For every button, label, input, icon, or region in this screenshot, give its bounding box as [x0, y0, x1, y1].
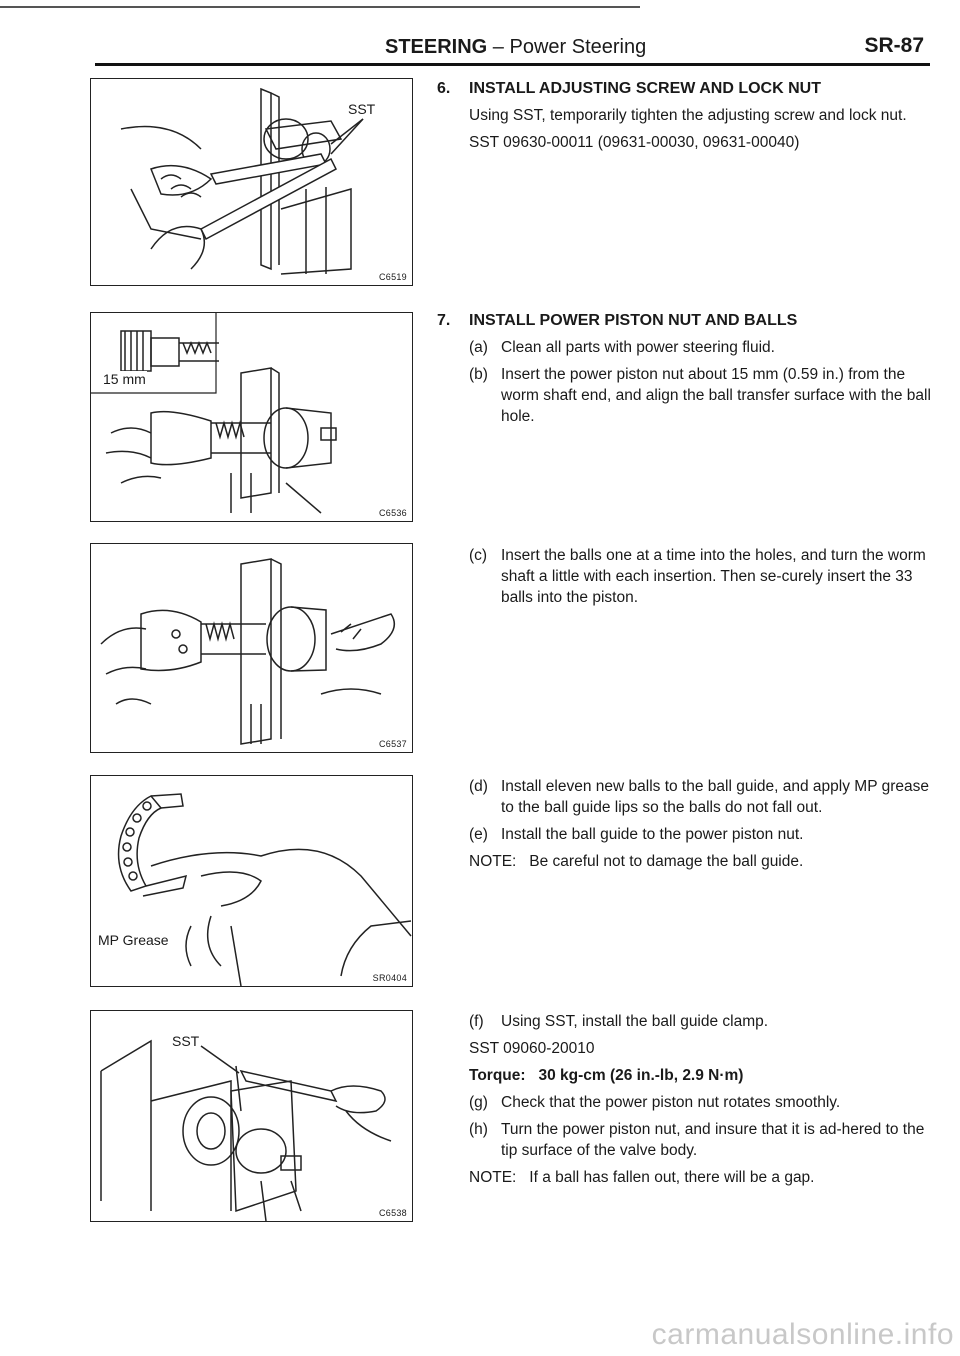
note: NOTE: Be careful not to damage the ball … — [469, 853, 804, 870]
substep-text: Check that the power piston nut rotates … — [501, 1094, 841, 1111]
substep-text: Clean all parts with power steering flui… — [501, 339, 775, 356]
substep-d: (d) Install eleven new balls to the ball… — [469, 776, 937, 818]
substep-label: (h) — [469, 1121, 488, 1138]
callout-mp-grease: MP Grease — [97, 932, 170, 948]
substep-label: (a) — [469, 339, 488, 356]
title-separator: – — [487, 36, 510, 58]
step-text: Using SST, temporarily tighten the adjus… — [469, 107, 907, 124]
substep-a: (a) Clean all parts with power steering … — [469, 337, 937, 358]
substep-c: (c) Insert the balls one at a time into … — [469, 545, 937, 608]
step-7-fgh: (f) Using SST, install the ball guide cl… — [437, 1005, 937, 1188]
page-header: STEERING – Power Steering SR-87 — [95, 30, 930, 66]
figure-code: C6519 — [378, 272, 407, 282]
substep-label: (d) — [469, 778, 488, 795]
subsection-title: Power Steering — [509, 36, 647, 58]
figure-insert-balls: C6537 — [90, 543, 413, 753]
note: NOTE: If a ball has fallen out, there wi… — [469, 1169, 815, 1186]
substep-label: (g) — [469, 1094, 488, 1111]
substep-text: Install eleven new balls to the ball gui… — [501, 778, 929, 816]
substep-e: (e) Install the ball guide to the power … — [469, 824, 937, 845]
callout-sst: SST — [347, 101, 377, 117]
step-6: 6. INSTALL ADJUSTING SCREW AND LOCK NUT … — [437, 78, 937, 153]
page-title: STEERING – Power Steering — [385, 36, 646, 59]
figure-mp-grease: MP Grease SR0404 — [90, 775, 413, 987]
watermark: carmanualsonline.info — [651, 1318, 954, 1351]
substep-g: (g) Check that the power piston nut rota… — [469, 1092, 937, 1113]
substep-text: Turn the power piston nut, and insure th… — [501, 1121, 925, 1159]
figure-piston-nut-insert: 15 mm C6536 — [90, 312, 413, 522]
step-heading: 6. INSTALL ADJUSTING SCREW AND LOCK NUT — [437, 78, 937, 99]
torque-label: Torque: — [469, 1067, 526, 1084]
substep-text: Using SST, install the ball guide clamp. — [501, 1013, 769, 1030]
substep-b: (b) Insert the power piston nut about 15… — [469, 364, 937, 427]
section-title: STEERING — [385, 36, 488, 58]
page-number: SR-87 — [864, 34, 924, 57]
step-title: INSTALL POWER PISTON NUT AND BALLS — [469, 312, 798, 329]
figure-code: C6538 — [378, 1208, 407, 1218]
illustration-piston-nut-insert — [91, 313, 337, 514]
illustration-ball-guide-grease — [117, 793, 412, 987]
substep-label: (f) — [469, 1013, 484, 1030]
substep-label: (c) — [469, 547, 488, 564]
substep-label: (e) — [469, 826, 488, 843]
header-rule — [95, 63, 930, 66]
illustration-sst-adjusting-screw — [120, 87, 364, 275]
figure-code: C6537 — [378, 739, 407, 749]
figure-code: C6536 — [378, 508, 407, 518]
figure-code: SR0404 — [372, 973, 407, 983]
sst-number: SST 09060-20010 — [469, 1040, 595, 1057]
figure-adjusting-screw: SST C6519 — [90, 78, 413, 286]
callout-15mm: 15 mm — [102, 371, 147, 387]
step-title: INSTALL ADJUSTING SCREW AND LOCK NUT — [469, 80, 821, 97]
substep-text: Insert the balls one at a time into the … — [501, 547, 926, 606]
step-number: 7. — [437, 312, 451, 329]
torque-value: 30 kg-cm (26 in.-lb, 2.9 N·m) — [538, 1067, 744, 1084]
substep-f: (f) Using SST, install the ball guide cl… — [469, 1011, 937, 1032]
step-7-de: (d) Install eleven new balls to the ball… — [437, 770, 937, 872]
substep-text: Insert the power piston nut about 15 mm … — [501, 366, 931, 425]
step-7: 7. INSTALL POWER PISTON NUT AND BALLS (a… — [437, 310, 937, 427]
substep-text: Install the ball guide to the power pist… — [501, 826, 804, 843]
sst-number: SST 09630-00011 (09631-00030, 09631-0004… — [469, 134, 800, 151]
figure-ball-guide-clamp: SST C6538 — [90, 1010, 413, 1222]
step-heading: 7. INSTALL POWER PISTON NUT AND BALLS — [437, 310, 937, 331]
step-number: 6. — [437, 80, 451, 97]
substep-label: (b) — [469, 366, 488, 383]
step-7-c: (c) Insert the balls one at a time into … — [437, 539, 937, 608]
illustration-insert-balls — [100, 558, 396, 745]
top-rule — [0, 6, 640, 8]
callout-sst: SST — [171, 1033, 201, 1049]
substep-h: (h) Turn the power piston nut, and insur… — [469, 1119, 937, 1161]
illustration-ball-guide-clamp — [100, 1039, 392, 1222]
torque-spec: Torque: 30 kg-cm (26 in.-lb, 2.9 N·m) — [469, 1065, 937, 1086]
